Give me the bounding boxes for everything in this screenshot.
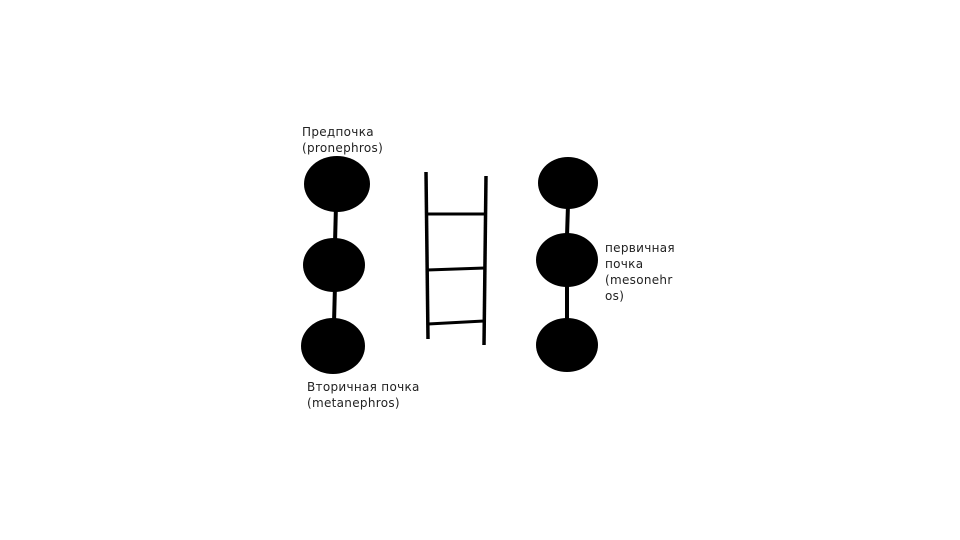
metanephros-node: [301, 318, 365, 374]
mesonephros-node: [536, 233, 598, 287]
mesonephros-label: первичная почка (mesonehr os): [605, 240, 675, 304]
ladder-rung-3: [427, 319, 485, 326]
metanephros-label-line-2: (metanephros): [307, 396, 400, 410]
right-organ-chain: [536, 157, 598, 372]
mesonephros-label-line-2: почка: [605, 257, 644, 271]
pronephros-label-line-1: Предпочка: [302, 125, 374, 139]
ladder-rung-2: [426, 266, 486, 272]
top-right-node: [538, 157, 598, 209]
bottom-right-node: [536, 318, 598, 372]
mesonephros-label-line-3: (mesonehr: [605, 273, 673, 287]
left-organ-chain: [301, 156, 370, 374]
ladder: [424, 171, 488, 346]
pronephros-node: [304, 156, 370, 212]
right-connector-top: [565, 204, 570, 237]
mesonephros-label-line-1: первичная: [605, 241, 675, 255]
metanephros-label: Вторичная почка (metanephros): [307, 379, 420, 411]
middle-left-node: [303, 238, 365, 292]
metanephros-label-line-1: Вторичная почка: [307, 380, 420, 394]
mesonephros-label-line-4: os): [605, 289, 625, 303]
ladder-right-rail: [482, 175, 488, 346]
ladder-left-rail: [424, 171, 430, 340]
pronephros-label: Предпочка (pronephros): [302, 124, 383, 156]
pronephros-label-line-2: (pronephros): [302, 141, 384, 155]
